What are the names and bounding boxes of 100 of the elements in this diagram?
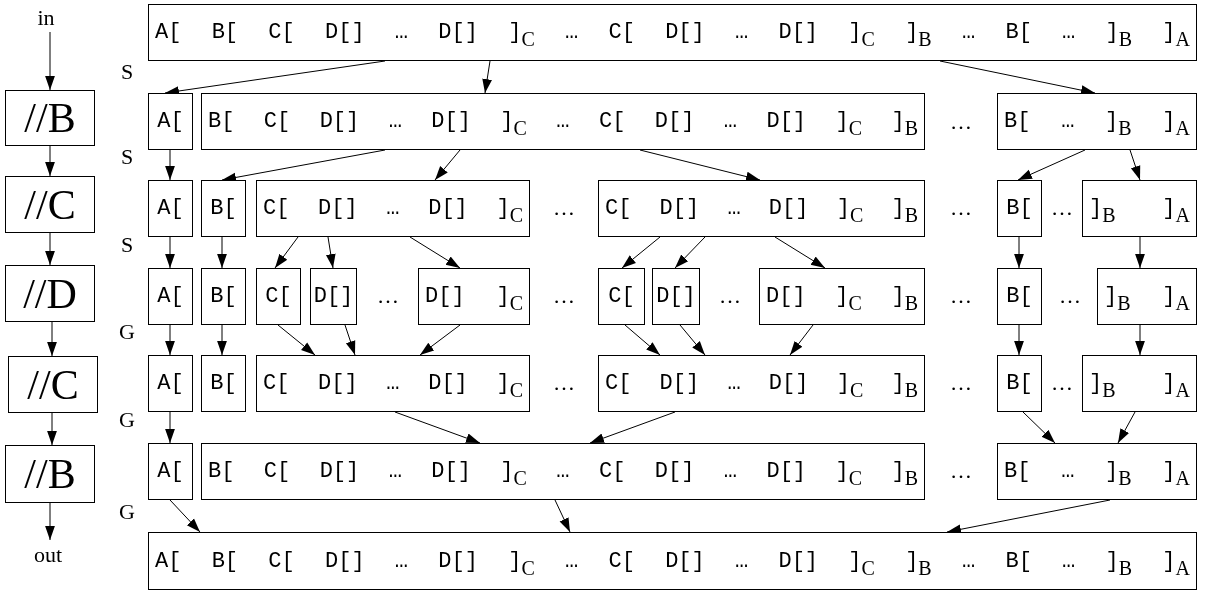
ellipsis: …	[950, 460, 972, 482]
bracket-box	[652, 268, 700, 325]
io-label: in	[37, 5, 55, 31]
step-label: //D	[23, 269, 77, 318]
bracket-text: B[	[209, 196, 238, 221]
bracket-box	[1097, 268, 1197, 325]
bracket-text: D[]	[655, 284, 697, 309]
arrow	[274, 236, 299, 269]
bracket-box	[201, 355, 246, 412]
ellipsis: …	[1051, 197, 1073, 219]
phase-label: S	[120, 61, 134, 83]
arrow	[419, 324, 461, 356]
bracket-text: B[	[1005, 196, 1034, 221]
ellipsis: …	[950, 197, 972, 219]
bracket-text: B[	[209, 284, 238, 309]
io-label: out	[33, 542, 63, 568]
bracket-box	[256, 355, 530, 412]
arrow	[47, 321, 57, 357]
bracket-box	[997, 355, 1042, 412]
arrow	[624, 324, 661, 356]
bracket-text: A[	[156, 284, 185, 309]
bracket-box	[148, 532, 1197, 590]
arrow	[434, 149, 461, 181]
ellipsis: …	[1051, 372, 1073, 394]
arrow	[165, 149, 175, 181]
bracket-text: A[	[156, 459, 185, 484]
bracket-box	[148, 268, 193, 325]
arrow	[394, 411, 481, 444]
bracket-text: C[	[264, 284, 293, 309]
arrow	[217, 324, 227, 356]
arrow	[621, 236, 661, 269]
bracket-box	[148, 4, 1197, 61]
step-label: //C	[24, 180, 76, 229]
arrow	[1117, 411, 1136, 444]
arrow	[482, 60, 492, 94]
arrow	[409, 236, 461, 269]
arrow	[165, 411, 175, 444]
bracket-box	[310, 268, 357, 325]
bracket-box	[1082, 355, 1197, 412]
ellipsis: …	[553, 372, 575, 394]
ellipsis: …	[950, 111, 972, 133]
bracket-text: A[	[156, 109, 185, 134]
step-label: //C	[27, 360, 79, 409]
bracket-box	[201, 180, 246, 237]
step-label: //B	[24, 94, 76, 142]
arrow	[1135, 236, 1145, 269]
bracket-text: C[	[607, 284, 636, 309]
bracket-box	[148, 355, 193, 412]
bracket-box	[148, 93, 193, 150]
bracket-text: A[	[156, 371, 185, 396]
ellipsis: …	[553, 285, 575, 307]
bracket-box	[598, 355, 925, 412]
bracket-box	[598, 180, 925, 237]
arrow	[774, 236, 826, 269]
bracket-text: B[	[1005, 284, 1034, 309]
ellipsis: …	[719, 285, 741, 307]
arrow	[1014, 324, 1024, 356]
ellipsis: …	[950, 285, 972, 307]
bracket-box	[1082, 180, 1197, 237]
bracket-box	[201, 93, 925, 150]
arrow	[325, 236, 336, 269]
arrow	[277, 324, 316, 356]
arrow	[45, 31, 55, 91]
arrow	[45, 145, 55, 177]
bracket-box	[201, 443, 925, 500]
arrow	[344, 324, 356, 356]
step-box	[5, 445, 95, 503]
step-box	[5, 265, 95, 322]
arrow	[45, 502, 55, 541]
phase-label: G	[119, 321, 135, 343]
arrow	[1129, 149, 1141, 181]
arrow	[165, 324, 175, 356]
phase-label: S	[120, 146, 134, 168]
ellipsis: …	[950, 372, 972, 394]
arrow	[639, 149, 761, 182]
ellipsis: …	[377, 285, 399, 307]
arrow	[1135, 324, 1145, 356]
step-box	[5, 176, 95, 233]
phase-label: S	[120, 234, 134, 256]
ellipsis: …	[1059, 285, 1081, 307]
bracket-box	[997, 268, 1042, 325]
bracket-box	[256, 180, 530, 237]
bracket-box	[256, 268, 301, 325]
arrow	[1022, 411, 1056, 444]
bracket-box	[148, 180, 193, 237]
bracket-text: B[	[209, 371, 238, 396]
bracket-box	[598, 268, 645, 325]
step-box	[5, 90, 95, 146]
bracket-box	[997, 180, 1042, 237]
phase-label: G	[119, 409, 135, 431]
arrow	[169, 499, 201, 533]
arrow	[674, 236, 706, 269]
step-label: //B	[24, 450, 76, 498]
bracket-box	[759, 268, 925, 325]
bracket-text: D[]	[312, 284, 355, 309]
bracket-text: A[	[156, 196, 185, 221]
arrow	[45, 232, 55, 266]
bracket-text: B[	[1005, 371, 1034, 396]
ellipsis: …	[553, 197, 575, 219]
arrow	[165, 236, 175, 269]
